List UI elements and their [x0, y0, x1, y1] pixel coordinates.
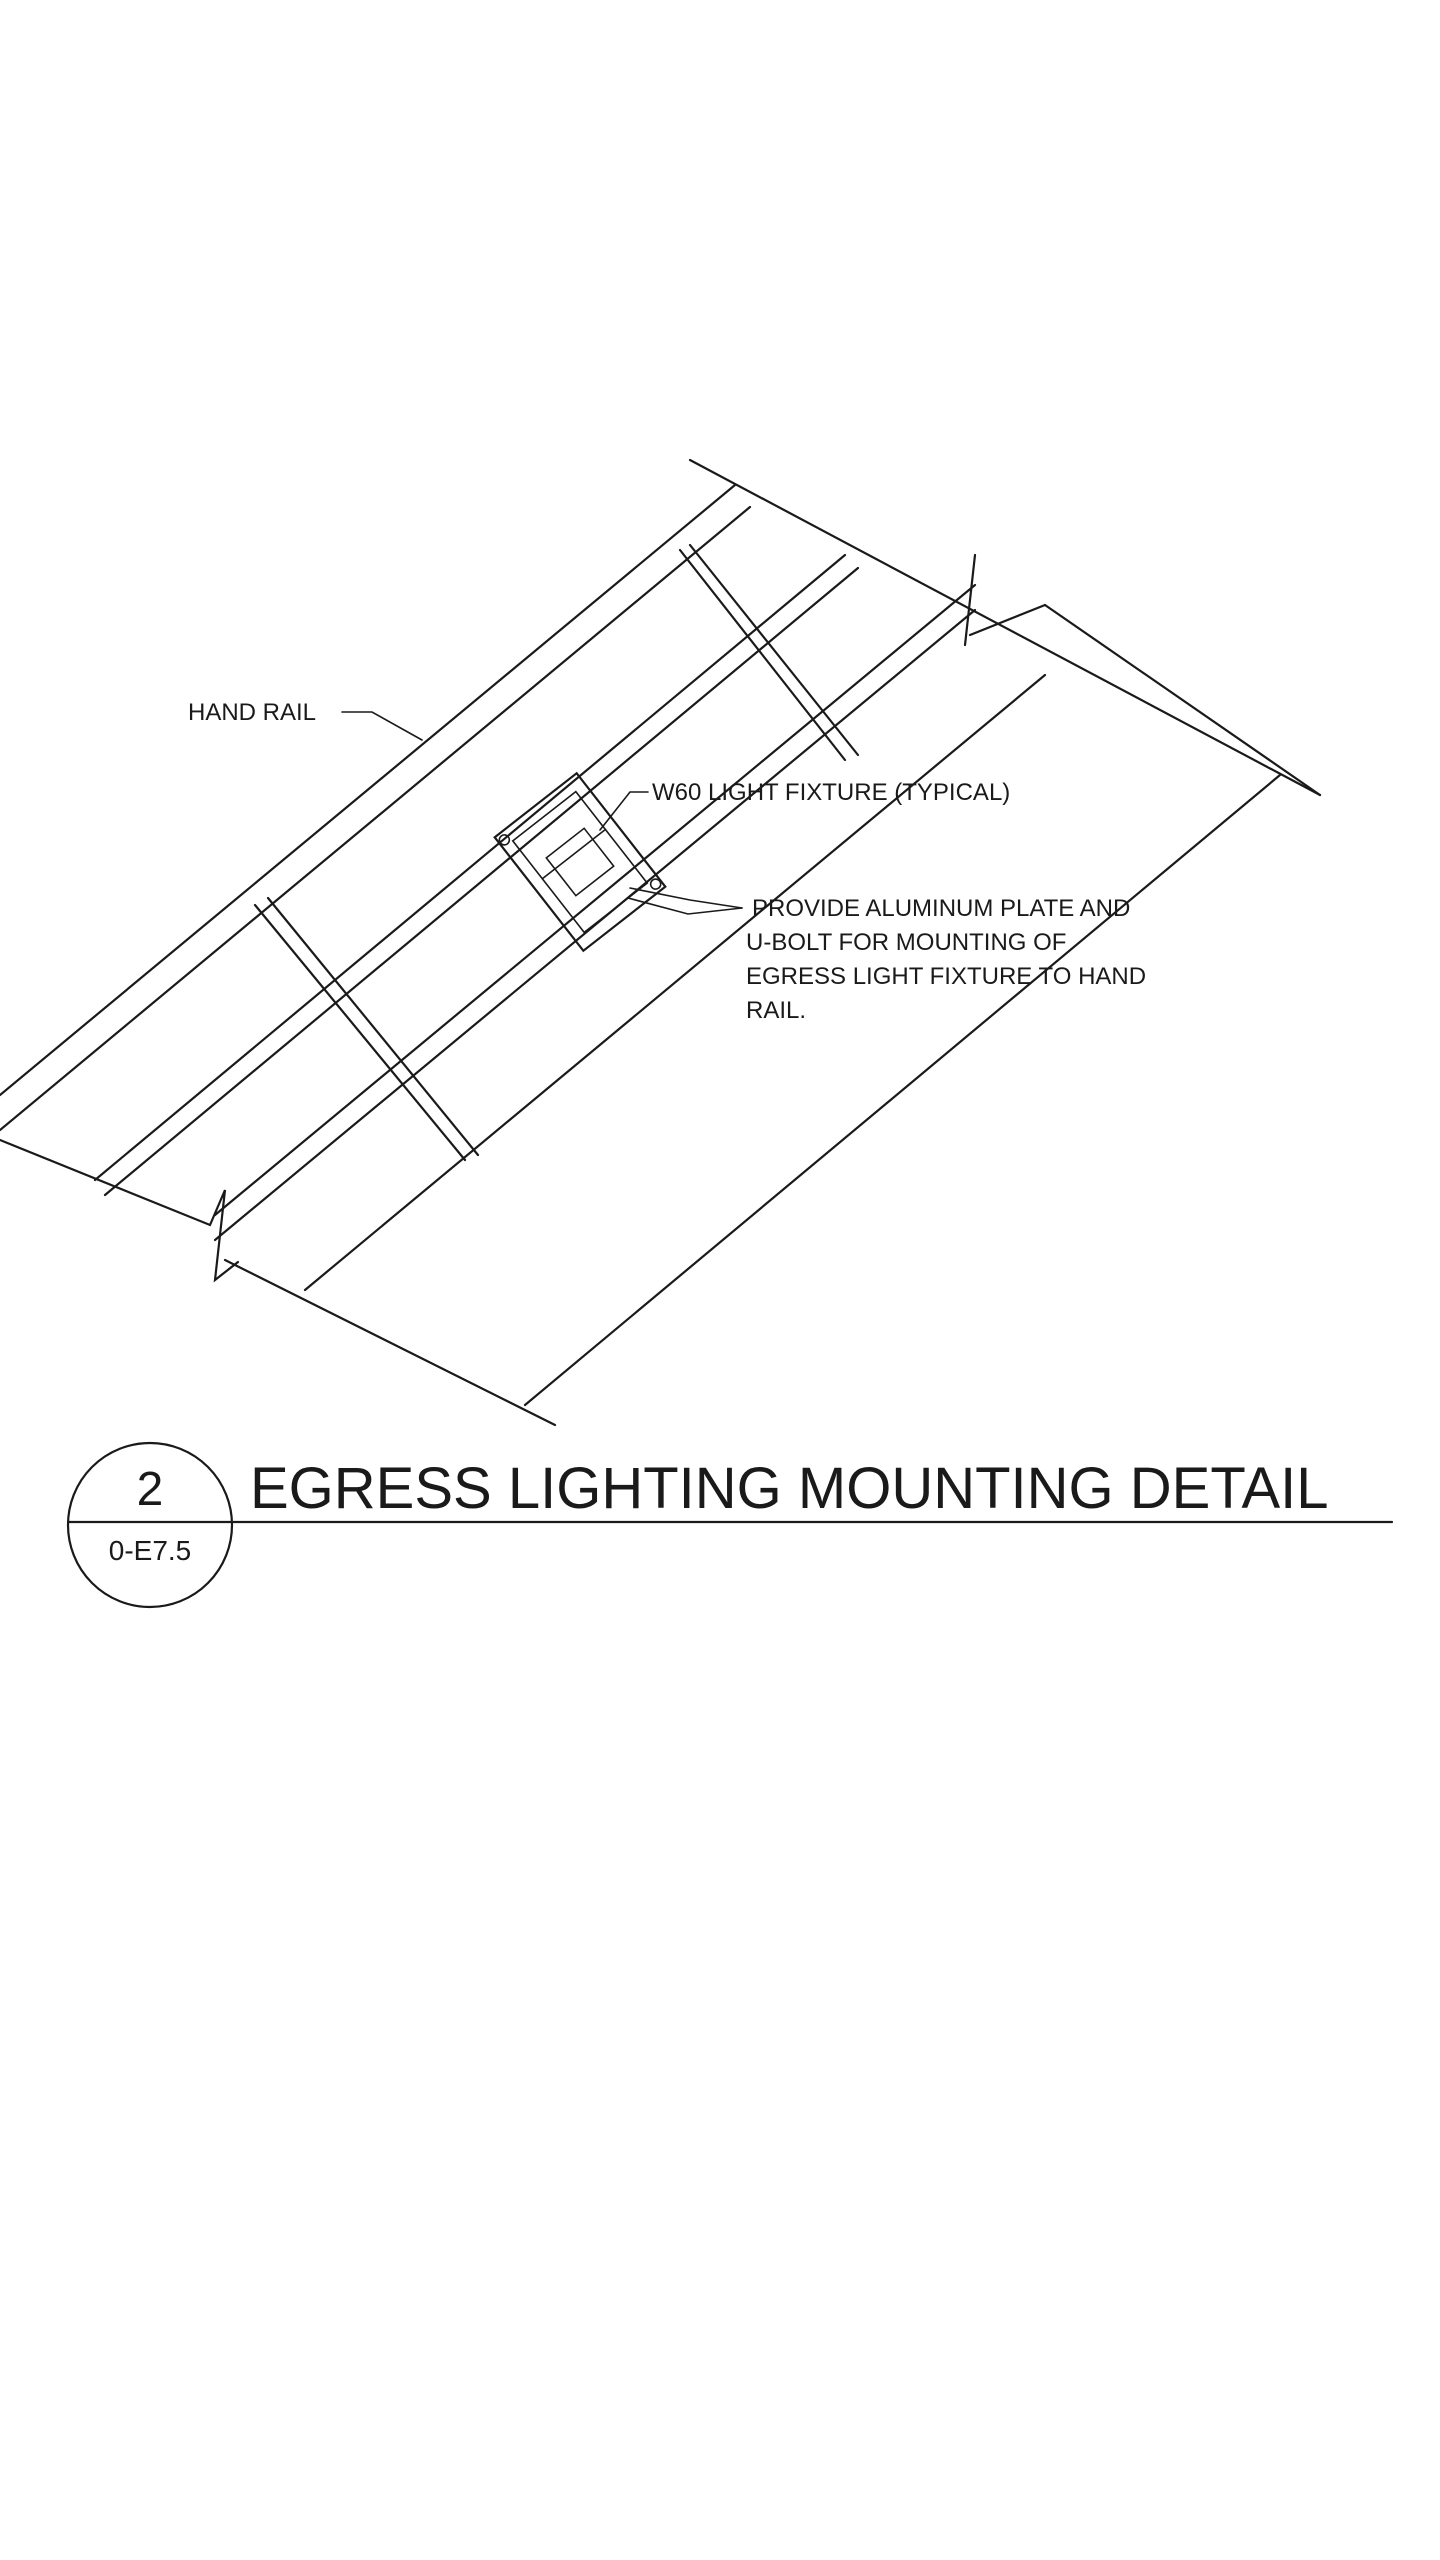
slab-top-edge [1043, 603, 1322, 797]
hand-rail-leader [341, 711, 423, 741]
rail-line-low-2 [213, 608, 977, 1242]
fixture-divider [541, 828, 607, 880]
fixture-plate [493, 771, 667, 953]
u-bolt-1 [498, 834, 511, 846]
fixture-leader [599, 791, 649, 831]
note-line-4: RAIL. [746, 997, 806, 1024]
slab-line-1 [303, 673, 1047, 1292]
wall-step-edge [968, 603, 1047, 637]
cross-brace-upper-1 [678, 548, 847, 762]
rail-line-low-1 [213, 583, 977, 1217]
wall-break-right [963, 553, 977, 647]
note-line-1: PROVIDE ALUMINUM PLATE AND [752, 895, 1130, 922]
detail-title-block: 2 0-E7.5 EGRESS LIGHTING MOUNTING DETAIL [66, 1441, 1394, 1609]
note-line-3: EGRESS LIGHT FIXTURE TO HAND [746, 963, 1146, 990]
fixture-lens [545, 827, 615, 897]
note-line-2: U-BOLT FOR MOUNTING OF [746, 929, 1066, 956]
cross-brace-lower-1 [253, 903, 467, 1162]
detail-bubble [66, 1441, 234, 1609]
break-line-left [0, 1138, 240, 1283]
hand-rail-label: HAND RAIL [188, 699, 316, 726]
wall-top-edge [688, 458, 1322, 797]
w60-light-fixture [493, 771, 667, 953]
slab-bottom-edge [223, 1258, 557, 1427]
note-leader-2 [627, 897, 743, 915]
detail-title: EGRESS LIGHTING MOUNTING DETAIL [250, 1456, 1329, 1521]
note-leader-1 [629, 887, 743, 909]
cross-brace-lower-2 [266, 896, 480, 1157]
rail-line-top-2 [0, 505, 752, 1132]
fixture-housing [511, 790, 649, 934]
detail-number: 2 [137, 1463, 164, 1516]
u-bolt-2 [649, 878, 662, 890]
hand-rail-assembly [0, 458, 1322, 1427]
slab-line-2 [523, 773, 1282, 1407]
detail-sheet-reference: 0-E7.5 [109, 1535, 192, 1566]
rail-line-top-1 [0, 483, 737, 1097]
cross-brace-upper-2 [688, 543, 860, 757]
rail-line-mid-1 [93, 553, 847, 1182]
light-fixture-label: W60 LIGHT FIXTURE (TYPICAL) [652, 779, 1010, 806]
rail-line-mid-2 [103, 566, 860, 1197]
